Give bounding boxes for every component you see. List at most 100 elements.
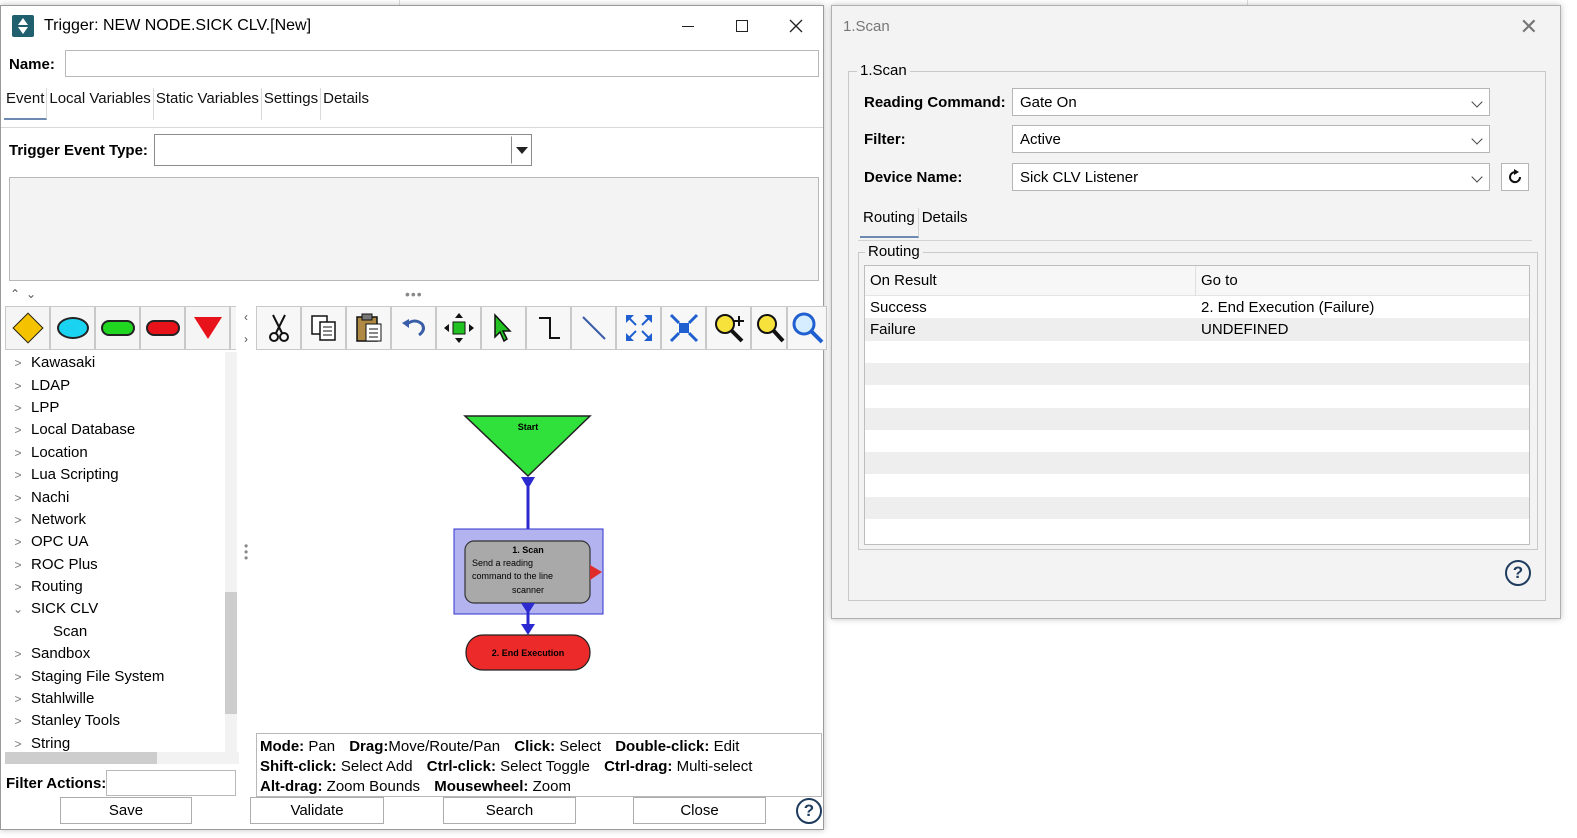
title-bar[interactable]: Trigger: NEW NODE.SICK CLV.[New]	[1, 6, 823, 46]
copy-button[interactable]	[301, 306, 346, 350]
tree-item-lpp[interactable]: >LPP	[5, 397, 239, 419]
reading-command-select[interactable]: Gate On	[1012, 88, 1490, 116]
scrollbar-thumb[interactable]	[225, 592, 237, 714]
chevron-right-icon[interactable]: >	[14, 714, 22, 729]
tree-item-kawasaki[interactable]: >Kawasaki	[5, 352, 239, 374]
tab-details[interactable]: Details	[921, 209, 968, 226]
column-header-go-to[interactable]: Go to	[1201, 272, 1238, 289]
close-button[interactable]: Close	[633, 797, 766, 824]
save-button[interactable]: Save	[60, 797, 192, 824]
tree-item-ldap[interactable]: >LDAP	[5, 374, 239, 396]
vertical-splitter-icon[interactable]: •••	[244, 539, 249, 565]
tree-item-location[interactable]: >Location	[5, 442, 239, 464]
chevron-right-icon[interactable]: >	[14, 557, 22, 572]
column-header-on-result[interactable]: On Result	[865, 265, 1196, 296]
tree-item-string[interactable]: >String	[5, 733, 239, 752]
green-pill-shape-button[interactable]	[95, 306, 140, 350]
move-button[interactable]	[436, 306, 481, 350]
chevron-down-icon[interactable]: ⌄	[12, 602, 24, 617]
filter-select[interactable]: Active	[1012, 125, 1490, 153]
table-row[interactable]: Failure UNDEFINED	[865, 318, 1529, 341]
tree-item-opc-ua[interactable]: >OPC UA	[5, 531, 239, 553]
chevron-right-icon[interactable]: >	[14, 580, 22, 595]
minimize-button[interactable]	[661, 6, 715, 46]
tree-vertical-scrollbar[interactable]	[225, 352, 237, 752]
start-node[interactable]: Start	[463, 415, 592, 478]
scroll-left-icon[interactable]: ‹	[244, 310, 248, 324]
red-pill-shape-button[interactable]	[140, 306, 185, 350]
flow-canvas[interactable]: Start 1. Scan Send a reading command to …	[247, 352, 823, 730]
scroll-right-icon[interactable]: ›	[244, 332, 248, 346]
zoom-reset-button[interactable]	[787, 306, 827, 350]
tree-item-lua-scripting[interactable]: >Lua Scripting	[5, 464, 239, 486]
tree-item-staging-file-system[interactable]: >Staging File System	[5, 665, 239, 687]
help-icon[interactable]: ?	[1505, 560, 1531, 586]
chevron-right-icon[interactable]: >	[14, 647, 22, 662]
device-name-select[interactable]: Sick CLV Listener	[1012, 163, 1490, 191]
diamond-shape-button[interactable]	[5, 306, 50, 350]
palette-scroll-buttons[interactable]: ‹›	[236, 306, 256, 350]
refresh-button[interactable]	[1501, 163, 1529, 191]
trigger-event-type-select[interactable]	[154, 134, 532, 166]
tree-item-routing[interactable]: >Routing	[5, 576, 239, 598]
chevron-right-icon[interactable]: >	[14, 356, 22, 371]
connector-scan-end[interactable]	[521, 603, 535, 635]
cut-button[interactable]	[256, 306, 301, 350]
tree-item-sandbox[interactable]: >Sandbox	[5, 643, 239, 665]
tree-item-network[interactable]: >Network	[5, 509, 239, 531]
scan-node[interactable]: 1. Scan Send a reading command to the li…	[453, 528, 604, 615]
tree-item-stahlwille[interactable]: >Stahlwille	[5, 688, 239, 710]
chevron-right-icon[interactable]: >	[14, 669, 22, 684]
paste-button[interactable]	[346, 306, 391, 350]
collapse-arrows-icon[interactable]: ⌃⌄	[10, 287, 43, 301]
go-to-cell: 2. End Execution (Failure)	[1201, 298, 1375, 316]
tab-settings[interactable]: Settings	[262, 88, 322, 120]
ellipse-shape-button[interactable]	[50, 306, 95, 350]
tree-item-local-database[interactable]: >Local Database	[5, 419, 239, 441]
tree-item-nachi[interactable]: >Nachi	[5, 486, 239, 508]
tab-routing[interactable]: Routing	[860, 208, 919, 238]
scrollbar-thumb[interactable]	[5, 752, 157, 764]
tree-item-roc-plus[interactable]: >ROC Plus	[5, 554, 239, 576]
triangle-shape-button[interactable]	[185, 306, 230, 350]
chevron-right-icon[interactable]: >	[14, 378, 22, 393]
filter-actions-input[interactable]	[106, 770, 236, 796]
line-button[interactable]	[571, 306, 616, 350]
chevron-right-icon[interactable]: >	[14, 400, 22, 415]
chevron-right-icon[interactable]: >	[14, 692, 22, 707]
splitter-handle-icon[interactable]: •••	[405, 286, 423, 302]
name-input[interactable]	[65, 50, 819, 77]
chevron-right-icon[interactable]: >	[14, 535, 22, 550]
route-button[interactable]	[526, 306, 571, 350]
tab-static-variables[interactable]: Static Variables	[154, 88, 262, 120]
chevron-right-icon[interactable]: >	[14, 512, 22, 527]
dropdown-arrow-icon[interactable]	[513, 135, 531, 165]
zoom-out-button[interactable]	[751, 306, 787, 350]
end-execution-node[interactable]: 2. End Execution	[465, 634, 591, 671]
maximize-button[interactable]	[715, 6, 769, 46]
close-icon[interactable]: ✕	[1519, 14, 1538, 39]
trigger-event-type-field[interactable]	[156, 136, 512, 164]
tab-details[interactable]: Details	[323, 90, 369, 107]
chevron-right-icon[interactable]: >	[14, 423, 22, 438]
undo-button[interactable]	[391, 306, 436, 350]
close-window-button[interactable]	[769, 6, 823, 46]
tab-event[interactable]: Event	[4, 88, 48, 120]
fit-button[interactable]	[616, 306, 661, 350]
chevron-right-icon[interactable]: >	[14, 445, 22, 460]
tab-local-variables[interactable]: Local Variables	[47, 88, 154, 120]
zoom-in-button[interactable]	[706, 306, 751, 350]
chevron-right-icon[interactable]: >	[14, 490, 22, 505]
table-row[interactable]: Success 2. End Execution (Failure)	[865, 296, 1529, 318]
tree-item-sick-clv[interactable]: ⌄SICK CLV	[5, 598, 239, 620]
help-icon[interactable]: ?	[796, 798, 822, 824]
chevron-right-icon[interactable]: >	[14, 468, 22, 483]
select-button[interactable]	[481, 306, 526, 350]
zoom-bounds-button[interactable]	[661, 306, 706, 350]
validate-button[interactable]: Validate	[250, 797, 384, 824]
tree-item-stanley-tools[interactable]: >Stanley Tools	[5, 710, 239, 732]
tree-horizontal-scrollbar[interactable]	[5, 752, 239, 764]
tree-item-scan[interactable]: Scan	[5, 621, 239, 643]
chevron-right-icon[interactable]: >	[14, 736, 22, 751]
search-button[interactable]: Search	[443, 797, 576, 824]
